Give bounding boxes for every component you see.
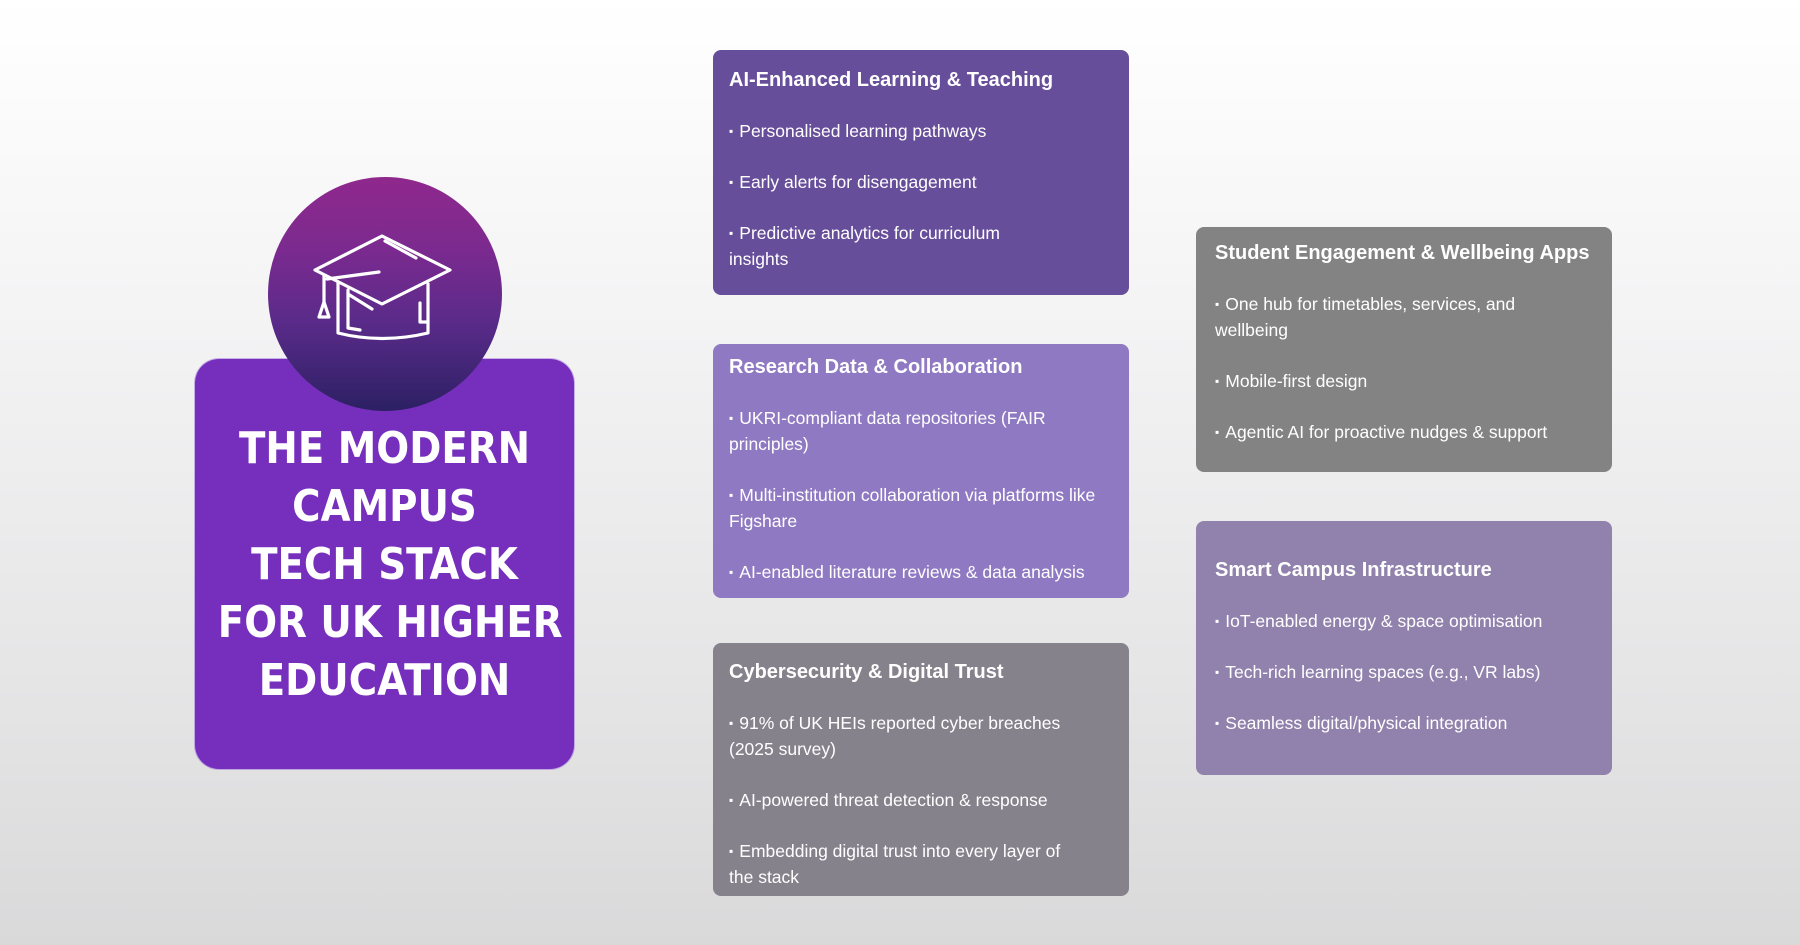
card-item: ▪ Agentic AI for proactive nudges & suppo… <box>1215 419 1602 445</box>
card-item: ▪ Early alerts for disengagement <box>729 169 1119 195</box>
card-item: ▪ AI-powered threat detection & response <box>729 787 1119 813</box>
card-item-text: Embedding digital trust into every layer… <box>729 841 1061 887</box>
card-smart-campus: Smart Campus Infrastructure ▪ IoT-enabled… <box>1196 521 1612 775</box>
card-item: ▪One hub for timetables, services, and w… <box>1215 291 1602 343</box>
card-item-text: Predictive analytics for curriculum insi… <box>729 223 1000 269</box>
card-item-text: Tech-rich learning spaces (e.g., VR labs… <box>1225 662 1541 682</box>
bullet-icon: ▪ <box>729 488 734 502</box>
card-cybersecurity: Cybersecurity & Digital Trust ▪91% of UK… <box>713 643 1129 896</box>
hero-icon-circle <box>268 177 502 411</box>
hero-title-line: THE MODERN <box>238 423 531 474</box>
bullet-icon: ▪ <box>729 793 734 807</box>
bullet-icon: ▪ <box>729 716 734 730</box>
hero-title-line: TECH STACK <box>251 539 518 590</box>
card-item: ▪ IoT-enabled energy & space optimisation <box>1215 608 1602 634</box>
card-item-text: UKRI-compliant data repositories (FAIR p… <box>729 408 1046 454</box>
card-ai-learning: AI-Enhanced Learning & Teaching ▪ Persona… <box>713 50 1129 295</box>
card-item-text: AI-powered threat detection & response <box>739 790 1048 810</box>
bullet-icon: ▪ <box>1215 374 1220 388</box>
card-title: Research Data & Collaboration <box>729 356 1023 378</box>
hero-title: THE MODERN CAMPUS TECH STACK FOR UK HIGH… <box>217 420 563 710</box>
card-item: ▪UKRI-compliant data repositories (FAIR … <box>729 405 1119 457</box>
card-item: ▪ AI-enabled literature reviews & data an… <box>729 559 1119 585</box>
card-item-text: One hub for timetables, services, and we… <box>1215 294 1516 340</box>
card-title: Cybersecurity & Digital Trust <box>729 661 1004 683</box>
card-item-text: AI-enabled literature reviews & data ana… <box>739 562 1085 582</box>
card-title: Student Engagement & Wellbeing Apps <box>1215 242 1590 264</box>
hero-title-line: FOR UK HIGHER <box>217 597 563 648</box>
card-item: ▪ Mobile-first design <box>1215 368 1602 394</box>
card-item: ▪91% of UK HEIs reported cyber breaches … <box>729 710 1119 762</box>
bullet-icon: ▪ <box>1215 614 1220 628</box>
card-item-text: Mobile-first design <box>1225 371 1368 391</box>
card-item: ▪Embedding digital trust into every laye… <box>729 838 1119 890</box>
card-item: ▪ Seamless digital/physical integration <box>1215 710 1602 736</box>
bullet-icon: ▪ <box>1215 297 1220 311</box>
bullet-icon: ▪ <box>1215 665 1220 679</box>
hero-title-line: EDUCATION <box>258 655 511 706</box>
card-item-text: Early alerts for disengagement <box>739 172 977 192</box>
card-item-text: Multi-institution collaboration via plat… <box>729 485 1096 531</box>
bullet-icon: ▪ <box>729 411 734 425</box>
hero-title-line: CAMPUS <box>292 481 477 532</box>
card-title: Smart Campus Infrastructure <box>1215 559 1492 581</box>
bullet-icon: ▪ <box>729 124 734 138</box>
card-research-data: Research Data & Collaboration ▪UKRI-comp… <box>713 344 1129 598</box>
card-item-text: IoT-enabled energy & space optimisation <box>1225 611 1543 631</box>
bullet-icon: ▪ <box>729 565 734 579</box>
bullet-icon: ▪ <box>729 844 734 858</box>
card-item-text: Seamless digital/physical integration <box>1225 713 1508 733</box>
card-item: ▪ Personalised learning pathways <box>729 118 1119 144</box>
card-item-text: Personalised learning pathways <box>739 121 987 141</box>
hero-title-card <box>195 359 574 769</box>
card-item: ▪ Tech-rich learning spaces (e.g., VR lab… <box>1215 659 1602 685</box>
graduation-cap-icon <box>313 234 452 341</box>
card-item-text: Agentic AI for proactive nudges & suppor… <box>1225 422 1548 442</box>
bullet-icon: ▪ <box>1215 425 1220 439</box>
card-student-engagement: Student Engagement & Wellbeing Apps ▪One… <box>1196 227 1612 472</box>
bullet-icon: ▪ <box>729 226 734 240</box>
bullet-icon: ▪ <box>1215 716 1220 730</box>
card-title: AI-Enhanced Learning & Teaching <box>729 69 1054 91</box>
card-item: ▪Predictive analytics for curriculum ins… <box>729 220 1119 272</box>
card-item-text: 91% of UK HEIs reported cyber breaches (… <box>729 713 1061 759</box>
card-item: ▪Multi-institution collaboration via pla… <box>729 482 1119 534</box>
bullet-icon: ▪ <box>729 175 734 189</box>
